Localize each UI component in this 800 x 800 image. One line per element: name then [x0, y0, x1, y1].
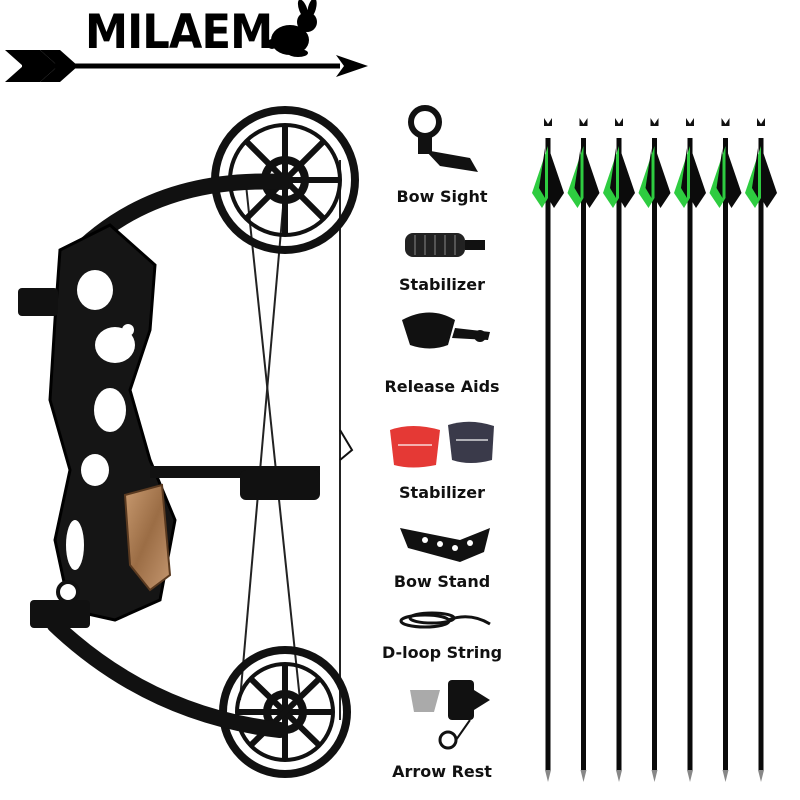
- accessory-label-bow-stand: Bow Stand: [393, 572, 491, 591]
- compound-bow: [18, 106, 359, 778]
- limb-dampener-icon: [390, 421, 494, 468]
- arrow: [674, 118, 706, 782]
- arrow: [603, 118, 635, 782]
- riser-cutouts: [66, 270, 135, 570]
- brand-name: MILAEM: [85, 5, 273, 60]
- accessory-label-release-aids: Release Aids: [384, 377, 500, 396]
- d-loop-string-icon: [399, 611, 491, 629]
- accessory-label-stabilizer: Stabilizer: [399, 275, 485, 294]
- arrow: [745, 118, 777, 782]
- rabbit-icon: [267, 0, 317, 57]
- arrows-set: [532, 118, 777, 782]
- accessory-label-dampener: Stabilizer: [399, 483, 485, 502]
- arrow: [532, 118, 564, 782]
- accessory-label-bow-sight: Bow Sight: [396, 187, 488, 206]
- wood-grip: [123, 483, 172, 592]
- bow-stand-icon: [400, 528, 490, 562]
- stabilizer-icon: [405, 233, 485, 257]
- accessory-label-arrow-rest: Arrow Rest: [392, 762, 492, 781]
- accessory-label-d-loop-string: D-loop String: [381, 643, 503, 662]
- bottom-limb: [47, 617, 288, 738]
- bow-sight-icon: [408, 105, 478, 172]
- arrow: [567, 118, 600, 782]
- release-aid-icon: [402, 312, 490, 349]
- bow-strings: [239, 160, 341, 720]
- arrow: [638, 118, 671, 782]
- bottom-cam: [219, 646, 351, 778]
- arrow-rest-icon: [410, 680, 490, 750]
- arrow: [709, 118, 742, 782]
- logo-arrow-icon: [5, 4, 368, 82]
